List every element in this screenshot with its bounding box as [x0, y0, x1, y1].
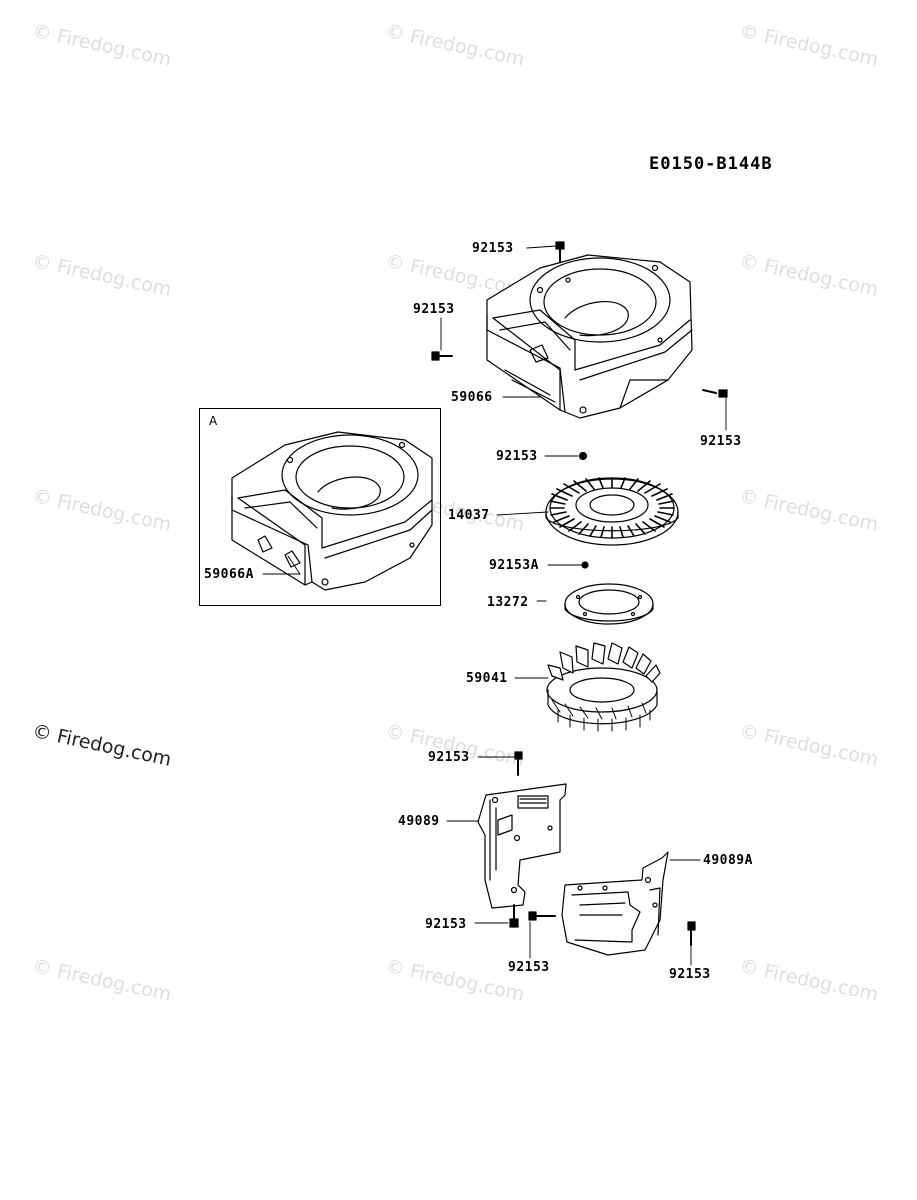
label-screen: 14037 — [448, 508, 490, 523]
leader-lines — [262, 245, 727, 966]
plate — [564, 583, 654, 625]
label-bolt-cover-left: 92153 — [425, 917, 467, 932]
label-bolt-a: 92153A — [489, 558, 539, 573]
label-housing: 59066 — [451, 390, 493, 405]
bolts — [431, 241, 728, 946]
diagram-code: E0150-B144B — [649, 154, 773, 174]
inset-box-a — [199, 408, 441, 606]
label-housing-a: 59066A — [204, 567, 254, 582]
blower-housing-a — [231, 431, 433, 591]
label-bolt-cover-right: 92153 — [669, 967, 711, 982]
inset-label: A — [209, 414, 218, 428]
label-bolt-top: 92153 — [472, 241, 514, 256]
label-bolt-housing-bottom: 92153 — [496, 449, 538, 464]
label-bolt-cover-mid: 92153 — [508, 960, 550, 975]
label-bolt-cover-top: 92153 — [428, 750, 470, 765]
label-plate: 13272 — [487, 595, 529, 610]
label-fan: 59041 — [466, 671, 508, 686]
label-cover: 49089 — [398, 814, 440, 829]
label-bolt-right: 92153 — [700, 434, 742, 449]
rotating-screen — [545, 477, 679, 546]
cylinder-cover — [477, 783, 567, 909]
cylinder-cover-a — [561, 851, 669, 956]
cooling-fan — [546, 642, 661, 732]
blower-housing — [486, 254, 693, 419]
label-cover-a: 49089A — [703, 853, 753, 868]
label-bolt-left: 92153 — [413, 302, 455, 317]
